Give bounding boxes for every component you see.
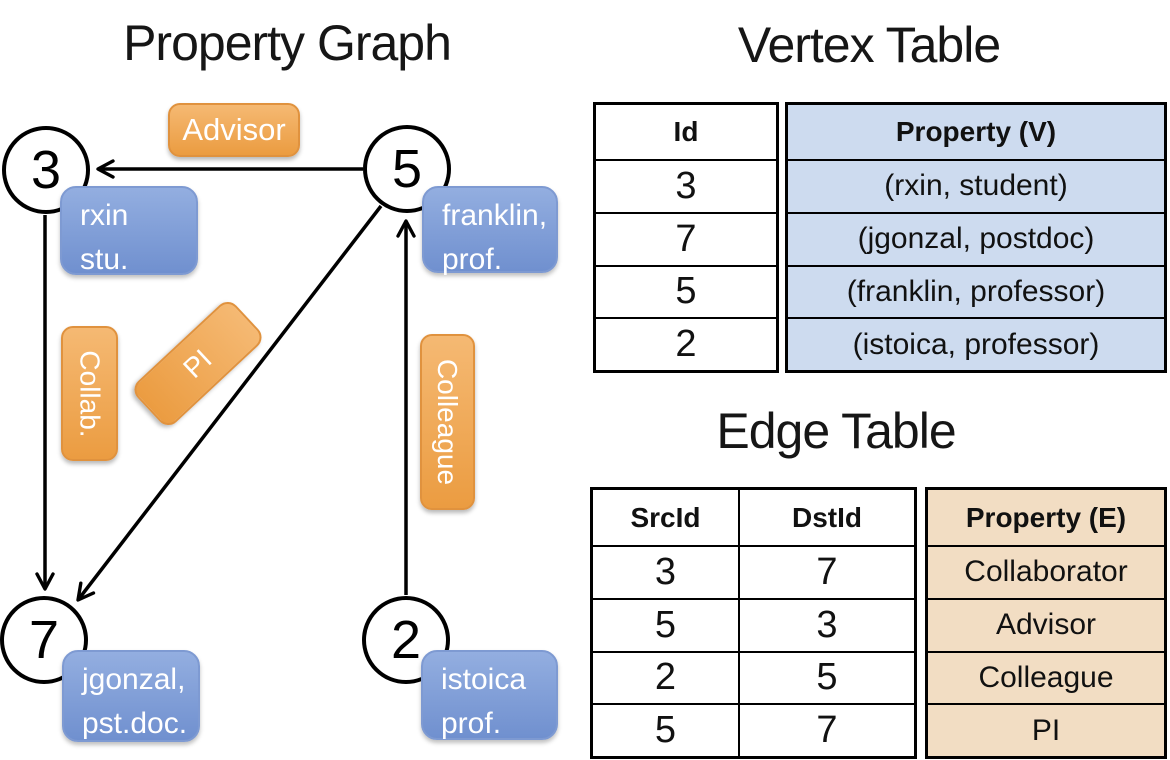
vertex-property-line: prof. bbox=[442, 242, 503, 276]
vertex-property-line: stu. bbox=[80, 242, 129, 276]
edge-label-text: PI bbox=[177, 342, 218, 384]
edge-table-id-columns: SrcId DstId 3 7 5 3 2 5 5 7 bbox=[590, 487, 917, 759]
vertex-property-line: rxin bbox=[80, 199, 129, 232]
vertex-table-id-cell: 2 bbox=[596, 317, 776, 370]
edge-table-property-cell: Colleague bbox=[928, 650, 1164, 704]
edge-table-header-dstid: DstId bbox=[792, 501, 862, 533]
vertex-id-label: 5 bbox=[391, 139, 423, 199]
edge-table-property-cell: Advisor bbox=[928, 597, 1164, 651]
vertex-property-line: prof. bbox=[441, 706, 502, 740]
vertex-table-header-property: Property (V) bbox=[895, 116, 1057, 147]
vertex-table-property-column: Property (V) (rxin, student) (jgonzal, p… bbox=[785, 102, 1167, 373]
edge-pi-arrow bbox=[76, 204, 383, 602]
vertex-circle-2: 2 bbox=[362, 596, 450, 684]
vertex-property-box-5: franklin, prof. bbox=[422, 186, 558, 276]
edge-table-dst-cell: 7 bbox=[740, 703, 914, 756]
edge-table-property-cell: PI bbox=[928, 703, 1164, 756]
vertex-property-line: franklin, bbox=[442, 199, 548, 232]
edge-table-header-property: Property (E) bbox=[965, 501, 1127, 533]
edge-label-collab: Collab. bbox=[61, 326, 118, 461]
edge-table-title: Edge Table bbox=[716, 403, 956, 459]
vertex-id-label: 7 bbox=[28, 610, 60, 670]
vertex-table-property-cell: (franklin, professor) bbox=[788, 264, 1164, 318]
vertex-table-id-cell: 5 bbox=[596, 264, 776, 318]
vertex-property-line: pst.doc. bbox=[82, 706, 188, 740]
vertex-table-title: Vertex Table bbox=[737, 17, 1001, 73]
vertex-id-label: 2 bbox=[390, 610, 422, 670]
vertex-table-header-id: Id bbox=[673, 116, 699, 147]
edge-table-header-srcid: SrcId bbox=[593, 490, 740, 545]
edge-table-dst-cell: 7 bbox=[740, 545, 914, 598]
edge-table-src-cell: 2 bbox=[593, 650, 740, 704]
vertex-table-id-column: Id 3 7 5 2 bbox=[593, 102, 779, 373]
edge-table-property-cell: Collaborator bbox=[928, 545, 1164, 598]
vertex-table-id-cell: 3 bbox=[596, 159, 776, 212]
graph-edges-canvas bbox=[35, 159, 416, 602]
edge-label-text: Collab. bbox=[74, 349, 106, 438]
edge-table-src-cell: 5 bbox=[593, 597, 740, 651]
vertex-id-label: 3 bbox=[30, 140, 62, 200]
vertex-property-line: istoica bbox=[441, 663, 527, 696]
edge-table-property-column: Property (E) Collaborator Advisor Collea… bbox=[925, 487, 1167, 759]
edge-label-text: Advisor bbox=[182, 112, 286, 147]
property-graph-title: Property Graph bbox=[123, 15, 452, 71]
edge-label-colleague: Colleague bbox=[420, 334, 475, 510]
edge-table-src-cell: 5 bbox=[593, 703, 740, 756]
vertex-table-property-cell: (istoica, professor) bbox=[788, 317, 1164, 370]
edge-label-advisor: Advisor bbox=[168, 103, 300, 157]
vertex-property-box-7: jgonzal, pst.doc. bbox=[62, 650, 200, 742]
edge-table-dst-cell: 5 bbox=[740, 650, 914, 704]
vertex-table-property-cell: (rxin, student) bbox=[788, 159, 1164, 212]
vertex-table-id-cell: 7 bbox=[596, 211, 776, 265]
edge-table-dst-cell: 3 bbox=[740, 597, 914, 651]
vertex-property-line: jgonzal, bbox=[82, 663, 186, 696]
vertex-table-property-cell: (jgonzal, postdoc) bbox=[788, 211, 1164, 265]
edge-table-src-cell: 3 bbox=[593, 545, 740, 598]
vertex-property-box-3: rxin stu. bbox=[60, 186, 198, 276]
vertex-property-box-2: istoica prof. bbox=[421, 650, 558, 740]
edge-label-text: Colleague bbox=[432, 358, 464, 486]
vertex-circle-5: 5 bbox=[363, 125, 451, 213]
